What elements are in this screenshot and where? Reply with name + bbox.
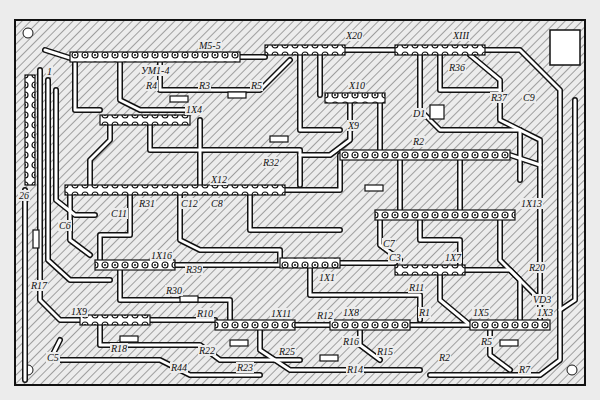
trace-outline: [25, 50, 575, 380]
resistor-symbol: [120, 336, 138, 342]
part-label: 1X13: [520, 198, 543, 209]
pad-row: [395, 45, 485, 55]
trace: [25, 50, 575, 380]
resistor-symbol: [170, 96, 188, 102]
part-label: R18: [110, 343, 128, 354]
pad-row: [95, 260, 175, 270]
part-label: 1X16: [150, 250, 173, 261]
part-label: X12: [210, 174, 228, 185]
pad-row: [375, 210, 515, 220]
mount-hole: [23, 28, 33, 38]
part-label: 1X5: [472, 307, 490, 318]
part-label: R2: [412, 136, 425, 147]
part-label: 1X1: [318, 272, 336, 283]
part-label: R15: [376, 346, 394, 357]
pad-row: [80, 315, 150, 325]
part-label: R36: [448, 62, 466, 73]
part-label: 1X3: [536, 307, 554, 318]
part-label: УМ1-4: [140, 65, 170, 76]
resistor-symbol: [320, 355, 338, 361]
part-label: C3: [388, 252, 402, 263]
part-label: 1X8: [342, 307, 360, 318]
part-label: R5: [480, 336, 493, 347]
part-label: R31: [138, 198, 156, 209]
pad-row: [215, 320, 295, 330]
part-label: 1X11: [270, 308, 292, 319]
part-label: R5: [250, 80, 263, 91]
part-label: 1X9: [70, 306, 88, 317]
resistor-symbol: [228, 92, 246, 98]
part-label: C9: [522, 92, 536, 103]
mount-hole: [567, 365, 577, 375]
part-label: R16: [342, 336, 360, 347]
part-label: 1X7: [444, 252, 462, 263]
part-label: R14: [346, 364, 364, 375]
part-label: 26: [18, 190, 30, 201]
part-label: R12: [316, 310, 334, 321]
part-label: X20: [345, 30, 363, 41]
part-label: R17: [30, 280, 48, 291]
part-label: R3: [198, 80, 211, 91]
part-label: R39: [185, 264, 203, 275]
part-label: C12: [180, 198, 199, 209]
part-label: C8: [210, 198, 224, 209]
part-label: C6: [58, 220, 72, 231]
part-label: R2: [438, 352, 451, 363]
part-label: R20: [528, 262, 546, 273]
pad-row: [340, 150, 510, 160]
part-label: VD3: [532, 294, 552, 305]
part-label: М5-5: [198, 40, 222, 51]
part-label: 1X4: [185, 104, 203, 115]
pad-row: [70, 52, 240, 62]
part-label: R10: [196, 308, 214, 319]
part-label: 1: [46, 66, 53, 77]
resistor-symbol: [365, 185, 383, 191]
pad-row: [265, 45, 345, 55]
part-label: R11: [408, 282, 425, 293]
part-label: R4: [145, 80, 158, 91]
pad-column: [25, 75, 35, 185]
part-label: D1: [412, 108, 426, 119]
part-label: C7: [382, 238, 396, 249]
part-label: R1: [418, 307, 431, 318]
part-label: C5: [46, 352, 60, 363]
part-label: X9: [347, 120, 360, 131]
part-label: R32: [262, 157, 280, 168]
resistor-symbol: [180, 296, 198, 302]
part-label: R30: [165, 285, 183, 296]
pad-row: [280, 258, 340, 268]
part-label: R37: [490, 92, 508, 103]
resistor-symbol: [270, 136, 288, 142]
pad-row: [395, 265, 465, 275]
board-outline: [15, 20, 585, 385]
part-label: R25: [278, 346, 296, 357]
part-label: R7: [518, 364, 531, 375]
resistor-symbol: [500, 340, 518, 346]
pad-row: [330, 320, 410, 330]
part-label: X10: [348, 80, 366, 91]
connector-strips: [25, 45, 550, 330]
part-label: R22: [198, 345, 216, 356]
resistor-symbol: [33, 230, 39, 248]
resistor-symbol: [230, 340, 248, 346]
part-label: C11: [110, 208, 128, 219]
pad-row: [325, 93, 385, 103]
part-label: XIII: [452, 30, 470, 41]
part-label: R44: [170, 362, 188, 373]
pad-row: [65, 185, 285, 195]
part-label: R23: [236, 362, 254, 373]
diode-symbol: [430, 105, 444, 119]
pad-row: [470, 320, 550, 330]
resistors: [33, 92, 518, 361]
cutout: [550, 30, 580, 65]
pad-row: [100, 115, 190, 125]
